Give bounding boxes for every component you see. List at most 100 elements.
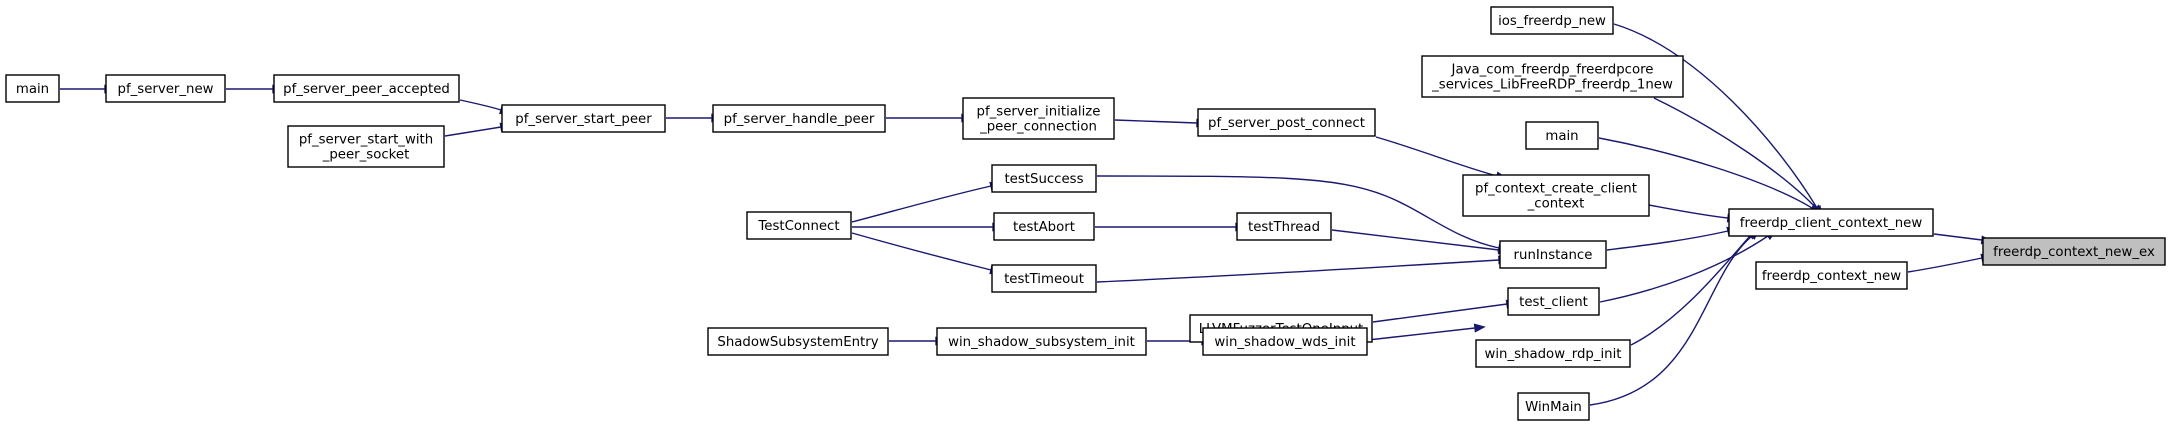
edge-line [1096,259,1500,283]
edge-n21-n20 [1372,299,1518,323]
node-testconnect[interactable]: TestConnect [746,211,852,240]
node-box [1517,392,1590,421]
node-test-client[interactable]: test_client [1507,287,1600,316]
node-box [993,212,1095,241]
node-main[interactable]: main [5,74,60,103]
nodes-layer: freerdp_context_new_ex freerdp_client_con… [5,6,2166,421]
node-box [1475,339,1631,368]
node-win-shadow-rdp-init[interactable]: win_shadow_rdp_init [1475,339,1631,368]
edge-n19-n14 [1096,255,1510,283]
node-label: test_client [1519,295,1588,310]
node-testtimeout[interactable]: testTimeout [991,264,1097,293]
node-freerdp-context-new[interactable]: freerdp_context_new [1755,261,1908,290]
arrowhead-icon [1473,323,1486,333]
node-label: _context [1527,197,1585,212]
edge-n7-n6 [1114,118,1208,128]
node-ios-freerdp-new[interactable]: ios_freerdp_new [1490,6,1614,35]
edge-line [1613,23,1818,209]
node-label: win_shadow_subsystem_init [948,335,1135,350]
edge-n5-n1 [1648,204,1739,223]
node-box [936,327,1147,356]
node-pf-server-start-peer[interactable]: pf_server_start_peer [501,104,666,133]
edge-line [1606,230,1729,251]
node-box [991,164,1097,193]
edge-line [1331,229,1500,251]
edge-n17-n14 [1331,229,1510,255]
node-label: pf_server_start_peer [515,112,652,127]
node-pf-server-handle-peer[interactable]: pf_server_handle_peer [712,104,886,133]
node-label: pf_server_handle_peer [724,112,875,127]
edge-line [1599,235,1769,303]
node-label: _peer_connection [979,120,1097,135]
node-label: ShadowSubsystemEntry [717,335,878,350]
node-label: freerdp_context_new [1762,269,1901,284]
node-label: pf_server_initialize [977,105,1101,120]
node-label: TestConnect [757,219,839,234]
edge-line [1375,136,1498,177]
edge-n13-n9 [444,122,512,137]
node-box [707,327,889,356]
node-pf-server-initialize-peer-connection[interactable]: pf_server_initialize_peer_connection [962,97,1115,140]
edge-n22-n1 [1630,227,1758,346]
edge-line [444,126,502,137]
edge-line [1653,97,1817,209]
node-freerdp-context-new-ex[interactable]: freerdp_context_new_ex [1982,237,2166,266]
node-box [1197,108,1376,137]
edge-n20-n1 [1599,229,1778,303]
node-winmain[interactable]: WinMain [1517,392,1590,421]
edge-line [1114,119,1198,124]
node-freerdp-client-context-new[interactable]: freerdp_client_context_new [1728,208,1934,237]
edge-line [1367,327,1476,341]
edge-line [459,99,502,111]
node-testthread[interactable]: testThread [1236,212,1332,241]
node-box [1728,208,1934,237]
node-label: runInstance [1514,248,1593,263]
node-main[interactable]: main [1525,121,1599,150]
edge-n23-n22 [1367,323,1486,341]
node-box [712,104,886,133]
edge-line [1933,233,1983,241]
node-box [1202,327,1368,356]
node-pf-server-post-connect[interactable]: pf_server_post_connect [1197,108,1376,137]
edge-n18-n17 [1094,222,1247,232]
node-pf-server-start-with-peer-socket[interactable]: pf_server_start_with_peer_socket [287,125,445,168]
node-label: ios_freerdp_new [1498,14,1606,29]
node-box [1421,55,1684,98]
node-box [1236,212,1332,241]
node-box [962,97,1115,140]
edge-line [1907,257,1983,273]
node-label: main [1545,129,1578,144]
node-testabort[interactable]: testAbort [993,212,1095,241]
node-shadowsubsystementry[interactable]: ShadowSubsystemEntry [707,327,889,356]
node-box [1525,121,1599,150]
node-label: testSuccess [1004,172,1083,187]
node-box [273,74,460,103]
node-label: Java_com_freerdp_freerdpcore [1451,63,1654,78]
node-pf-server-new[interactable]: pf_server_new [105,74,226,103]
edge-n8-n7 [886,113,973,123]
edge-line [1648,204,1729,219]
node-win-shadow-wds-init[interactable]: win_shadow_wds_init [1202,327,1368,356]
node-box [746,211,852,240]
edge-line [851,185,992,223]
node-pf-context-create-client-context[interactable]: pf_context_create_client_context [1462,174,1650,217]
node-pf-server-peer-accepted[interactable]: pf_server_peer_accepted [273,74,460,103]
node-box [501,104,666,133]
edge-n16-n18 [851,222,1004,232]
node-label: pf_context_create_client [1475,182,1637,197]
edge-n26-n1 [1589,228,1761,406]
node-runinstance[interactable]: runInstance [1499,240,1607,269]
node-box [5,74,60,103]
edge-line [1372,303,1508,323]
node-box [1507,287,1600,316]
node-label: _services_LibFreeRDP_freerdp_1new [1431,78,1673,93]
node-label: WinMain [1525,400,1582,415]
node-testsuccess[interactable]: testSuccess [991,164,1097,193]
node-label: _peer_socket [322,148,410,163]
edge-line [851,232,992,271]
node-label: pf_server_new [118,82,214,97]
node-java-com-freerdp-freerdpcore-services-libfreerdp-freerdp-1new[interactable]: Java_com_freerdp_freerdpcore_services_Li… [1421,55,1684,98]
node-label: pf_server_peer_accepted [283,82,450,97]
node-win-shadow-subsystem-init[interactable]: win_shadow_subsystem_init [936,327,1147,356]
